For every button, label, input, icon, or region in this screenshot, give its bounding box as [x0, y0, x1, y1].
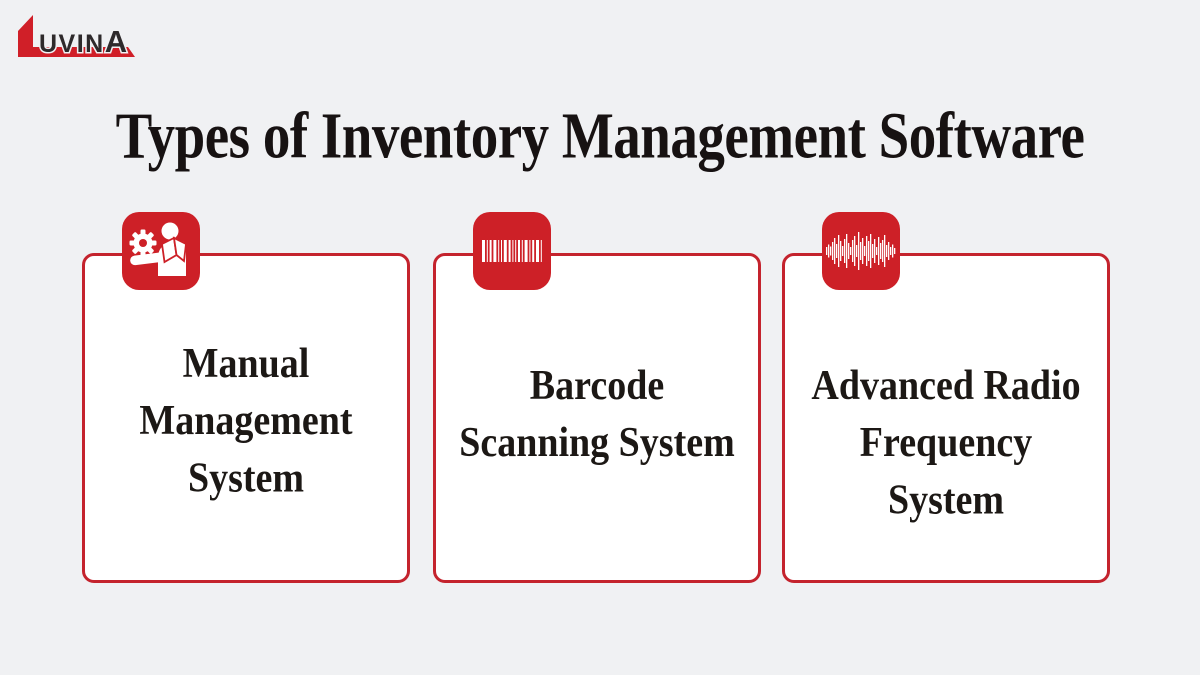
luvina-logo-graphic: UVINA	[18, 15, 135, 61]
card-title-line: Scanning System	[459, 419, 735, 467]
manual-management-icon-badge	[122, 212, 200, 290]
manual-person-gear-icon	[129, 222, 187, 276]
card-title-line: Barcode	[529, 362, 665, 409]
radio-frequency-wave-icon	[826, 232, 896, 270]
person-reading-icon	[130, 222, 187, 276]
card-manual-management: Manual Management System	[82, 212, 410, 583]
card-title-radio: Advanced Radio Frequency System	[785, 256, 1107, 529]
card-title-line: Management	[139, 397, 353, 445]
radio-frequency-icon-badge	[822, 212, 900, 290]
card-title-barcode: Barcode Scanning System	[436, 256, 758, 472]
card-title-line: System	[187, 455, 305, 502]
barcode-icon	[482, 240, 542, 262]
card-title-line: Frequency	[859, 419, 1033, 467]
card-title-line: Manual	[182, 340, 310, 387]
gear-icon	[129, 229, 157, 257]
logo-wordmark: UVINA	[39, 24, 129, 59]
logo-red-l-shape	[18, 15, 135, 57]
card-barcode-scanning: Barcode Scanning System	[433, 212, 761, 583]
card-advanced-radio-frequency: Advanced Radio Frequency System	[782, 212, 1110, 583]
page-title: Types of Inventory Management Software	[115, 98, 1085, 172]
card-title-line: Advanced Radio	[811, 362, 1081, 409]
card-title-line: System	[887, 477, 1005, 524]
barcode-icon-badge	[473, 212, 551, 290]
card-title-manual: Manual Management System	[85, 256, 407, 507]
luvina-logo: UVINA	[15, 10, 145, 64]
